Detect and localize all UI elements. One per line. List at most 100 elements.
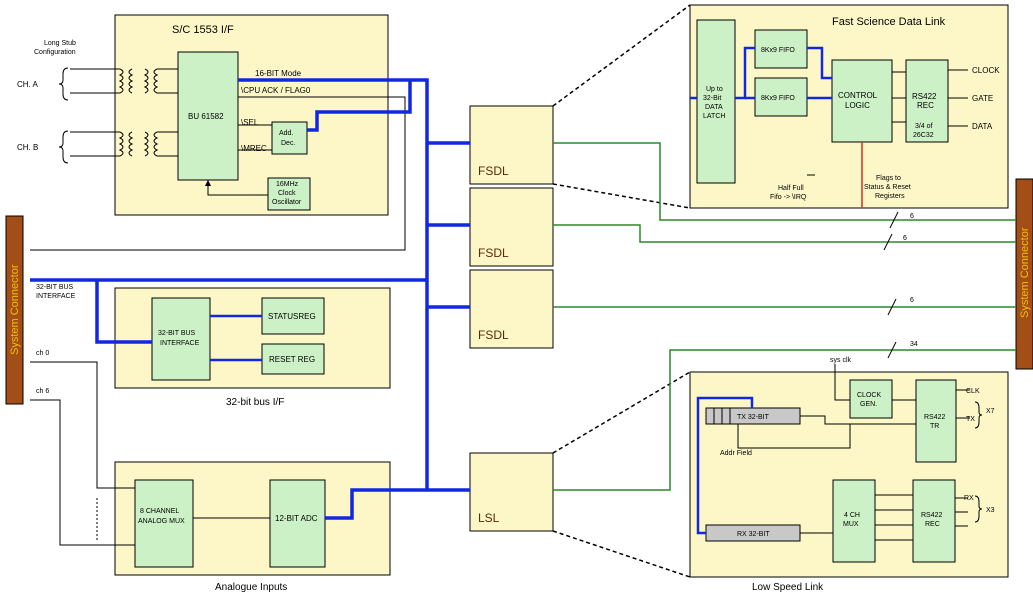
addr-dec-label-1: Add. (279, 130, 293, 137)
reset-reg-label: RESET REG (269, 355, 315, 364)
adc-block (269, 479, 326, 568)
control-logic-label-1: CONTROL (838, 91, 878, 100)
fast-link-title: Fast Science Data Link (832, 16, 946, 28)
tx-label: TX (966, 416, 975, 423)
lsl-label: LSL (478, 511, 500, 525)
zoom-lines (552, 4, 691, 578)
fifo-1-block (754, 29, 808, 69)
bus-width-1: 6 (910, 213, 914, 220)
bus32-block (151, 297, 211, 381)
bus32-block-label-1: 32-BIT BUS (158, 330, 196, 337)
adc-label: 12-BIT ADC (275, 514, 318, 523)
tx-register-cells (713, 408, 731, 424)
reset-reg-block (261, 343, 325, 375)
rs422-rec-fast-label-2: REC (917, 101, 934, 110)
bus32-left-label-1: 32-BIT BUS (36, 284, 74, 291)
main-bus (30, 78, 470, 520)
chip-26c32-label-1: 3/4 of (915, 123, 933, 130)
mux-4ch-label-1: 4 CH (844, 512, 860, 519)
fsdl-label-2: FSDL (478, 246, 509, 260)
latch-label-4: LATCH (703, 113, 725, 120)
fsdl-box-1 (469, 105, 554, 185)
bus32-block-label-2: INTERFACE (160, 340, 200, 347)
clock-osc-label-1: 16MHz (276, 181, 299, 188)
chip-26c32-label-2: 26C32 (913, 132, 934, 139)
rs422-rec-low-label-2: REC (925, 521, 940, 528)
sc1553-panel (114, 14, 389, 216)
rs422-rec-block-low (912, 479, 956, 563)
clock-osc-label-3: Oscillator (272, 199, 302, 206)
fsdl-label-3: FSDL (478, 328, 509, 342)
fsdl-box-2 (469, 187, 554, 267)
stub-label-1: Long Stub (44, 40, 76, 47)
system-connector-left-label: System Connector (9, 264, 21, 355)
ch-b-label: CH. B (17, 143, 38, 152)
sys-clk-label: sys clk (830, 357, 852, 364)
fast-link-wires (807, 69, 968, 176)
system-connector-right (1015, 178, 1033, 370)
data-latch-block (696, 19, 736, 184)
clock-osc-label-2: Clock (278, 190, 296, 197)
flags-label-1: Flags to (876, 175, 901, 182)
rx-label: RX (964, 495, 974, 502)
ch6-label: ch 6 (36, 388, 49, 395)
mode16-label: 16-BIT Mode (255, 69, 302, 78)
bus-width-2: 6 (903, 235, 907, 242)
clock-signal-label: CLOCK (972, 66, 1000, 75)
rs422-tr-label-1: RS422 (924, 414, 946, 421)
arrow-icon (205, 180, 211, 186)
x7-label: X7 (986, 408, 995, 415)
system-connector-left (5, 215, 24, 405)
mux-4ch-block (832, 479, 876, 563)
clock-gen-label-1: CLOCK (857, 392, 881, 399)
ch-a-label: CH. A (17, 80, 39, 89)
low-link-caption: Low Speed Link (752, 582, 824, 593)
rs422-tr-block (915, 379, 957, 463)
rs422-rec-fast-label-1: RS422 (912, 92, 937, 101)
stub-label-2: Configuration (34, 49, 76, 56)
flags-label-3: Registers (875, 193, 905, 200)
bus32-caption: 32-bit bus I/F (226, 397, 284, 408)
green-links (553, 142, 1016, 491)
half-full-label-2: Fifo -> \IRQ (770, 194, 807, 201)
control-logic-block (831, 59, 893, 143)
analog-mux-label-2: ANALOG MUX (138, 518, 185, 525)
analog-mux-block (134, 479, 194, 568)
clk-label: CLK (966, 388, 980, 395)
bus-width-slashes (883, 211, 899, 359)
clock-gen-block (849, 379, 893, 419)
rs422-rec-low-label-1: RS422 (921, 512, 943, 519)
half-full-label-1: Half Full (778, 185, 804, 192)
latch-label-3: DATA (705, 104, 723, 111)
analogue-wires (30, 361, 270, 546)
control-logic-label-2: LOGIC (845, 101, 870, 110)
bu61582-label: BU 61582 (188, 112, 224, 121)
tx-register-label: TX 32-BIT (737, 414, 770, 421)
fsdl-box-3 (469, 269, 554, 349)
data-signal-label: DATA (972, 122, 993, 131)
fifo-2-label: 8Kx9 FIFO (761, 95, 795, 102)
analog-mux-label-1: 8 CHANNEL (140, 508, 179, 515)
clock-osc-block (267, 177, 311, 211)
sc1553-title: S/C 1553 I/F (172, 24, 234, 36)
lsl-box (469, 452, 554, 532)
gate-signal-label: GATE (972, 94, 993, 103)
flags-label-2: Status & Reset (864, 184, 911, 191)
analogue-caption: Analogue Inputs (215, 582, 287, 593)
fifo-1-label: 8Kx9 FIFO (761, 47, 795, 54)
bus-width-3: 6 (910, 297, 914, 304)
latch-label-1: Up to (706, 86, 723, 93)
local-bus (210, 46, 832, 535)
status-reg-label: STATUSREG (268, 312, 316, 321)
clock-gen-label-2: GEN. (860, 401, 877, 408)
rs422-rec-block-fast (905, 59, 949, 143)
sel-label: \SEL (241, 118, 259, 127)
fsdl-label-1: FSDL (478, 164, 509, 178)
low-link-wires (737, 364, 983, 541)
addr-field-label: Addr Field (720, 450, 752, 457)
status-reg-block (261, 297, 325, 335)
addr-dec-block (271, 121, 308, 155)
ch0-label: ch 0 (36, 350, 49, 357)
mrec-label: \MREC (241, 144, 267, 153)
